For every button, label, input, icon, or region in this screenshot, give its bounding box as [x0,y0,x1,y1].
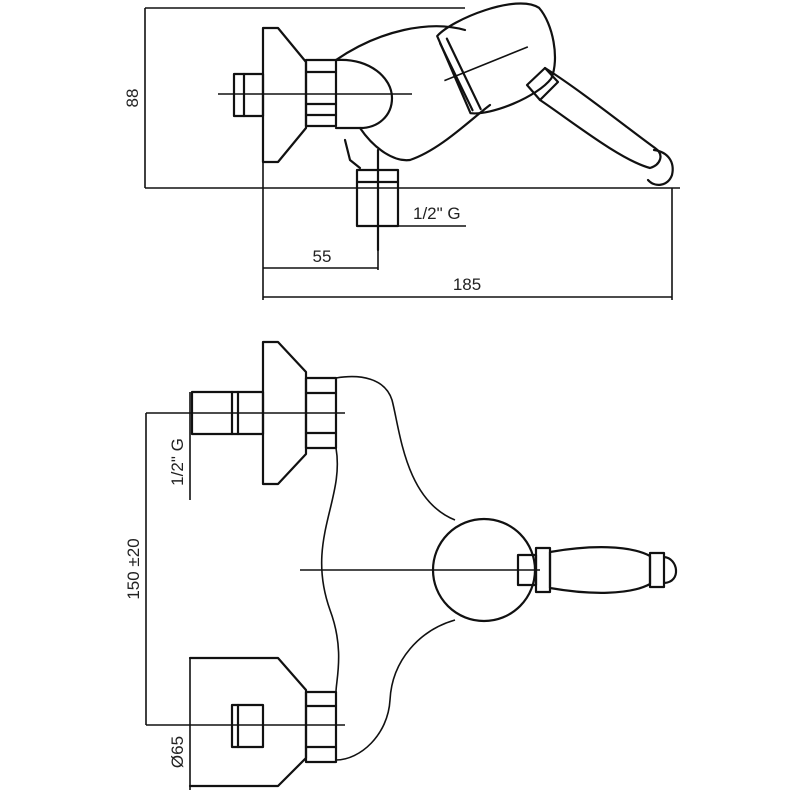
dim-65-label: Ø65 [168,736,187,768]
thread-label-front: 1/2" G [168,438,187,486]
dim-150-label: 150 ±20 [124,538,143,599]
lever-handle-side [525,66,674,186]
lower-flange-front [188,656,308,788]
side-view: 88 [123,2,680,300]
lever-handle-front [516,546,678,594]
body-arm-side [334,58,394,130]
front-view: 150 ±20 1/2" G Ø65 [124,340,678,790]
thread-label-side: 1/2" G [413,204,461,223]
dim-55: 55 [262,162,379,300]
lower-nut-front [304,690,338,764]
dim-88: 88 [123,7,680,189]
hex-nut-side [304,58,338,128]
lower-inlet-front [230,703,265,749]
upper-flange-front [261,340,308,486]
dim-150: 150 ±20 [124,413,147,725]
dim-185-label: 185 [453,275,481,294]
dim-185: 185 [263,188,673,300]
body-bowl-side [334,25,492,162]
body-outline-front [320,375,456,761]
dim-55-label: 55 [313,247,332,266]
thread-dim-front: 1/2" G [168,392,191,500]
dim-65: Ø65 [168,658,191,790]
wall-flange-side [261,26,308,164]
inlet-stub-side [232,72,265,118]
dim-88-label: 88 [123,89,142,108]
cartridge-head-side [436,2,557,115]
